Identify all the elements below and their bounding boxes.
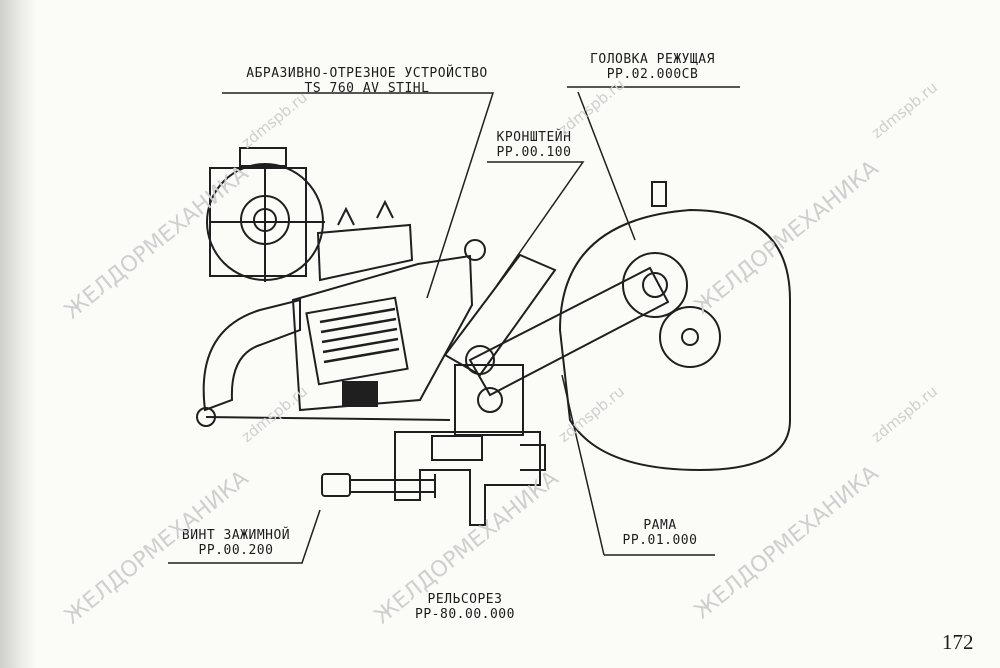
label-saw-device: АБРАЗИВНО-ОТРЕЗНОЕ УСТРОЙСТВО TS 760 AV … xyxy=(222,66,512,96)
saw-device-code: TS 760 AV STIHL xyxy=(304,81,430,96)
page-number: 172 xyxy=(942,630,974,654)
frame-arm xyxy=(443,239,670,397)
bracket-name: КРОНШТЕЙН xyxy=(496,130,572,145)
leader-lines xyxy=(168,86,740,564)
motor-housing xyxy=(206,147,325,282)
engine-body xyxy=(291,199,474,412)
label-bracket: КРОНШТЕЙН PP.00.100 xyxy=(484,130,584,160)
cutting-disc xyxy=(558,181,791,472)
label-cutting-head: ГОЛОВКА РЕЖУЩАЯ PP.02.000СВ xyxy=(565,52,740,82)
scan-binding-shadow xyxy=(0,0,36,668)
drawing-title: РЕЛЬСОРЕЗ PP-80.00.000 xyxy=(400,592,530,622)
frame-name: РАМА xyxy=(643,518,677,533)
frame-code: PP.01.000 xyxy=(622,533,698,548)
saw-device-name: АБРАЗИВНО-ОТРЕЗНОЕ УСТРОЙСТВО xyxy=(246,66,488,81)
drawing-title-code: PP-80.00.000 xyxy=(415,607,515,622)
label-frame: РАМА PP.01.000 xyxy=(605,518,715,548)
bracket-code: PP.00.100 xyxy=(496,145,572,160)
clamp-screw-code: PP.00.200 xyxy=(198,543,274,558)
drawing-title-name: РЕЛЬСОРЕЗ xyxy=(427,592,503,607)
front-handle xyxy=(196,298,451,427)
cutting-head-name: ГОЛОВКА РЕЖУЩАЯ xyxy=(590,52,715,67)
label-clamp-screw: ВИНТ ЗАЖИМНОЙ PP.00.200 xyxy=(168,528,304,558)
cutting-head-code: PP.02.000СВ xyxy=(606,67,699,82)
rail-clamp xyxy=(321,364,546,526)
clamp-screw-name: ВИНТ ЗАЖИМНОЙ xyxy=(181,528,291,543)
